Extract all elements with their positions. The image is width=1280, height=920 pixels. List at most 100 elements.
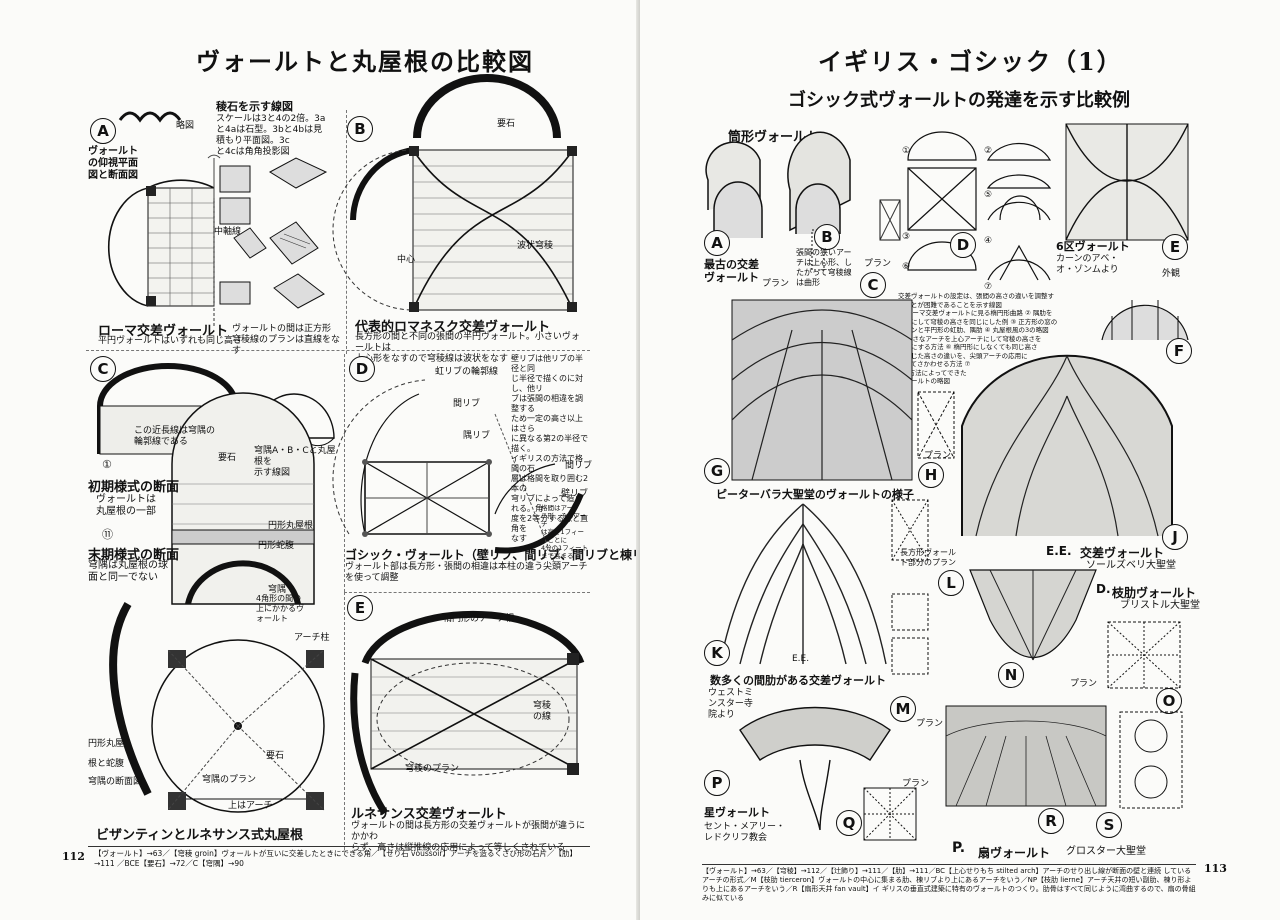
panel-a: A ヴォールト の仰視平面 図と断面図 略図 中軸線 ローマ交差ヴォールト 平円…	[88, 98, 346, 350]
d-letter: D	[950, 232, 976, 258]
d-num-3: ③	[902, 232, 911, 242]
g-caption: ピーターバラ大聖堂のヴォールトの様子	[716, 488, 914, 501]
dome-cornice-label: 根と蛇腹	[88, 759, 125, 769]
panel-d: D 虹リブの輪郭線 間リブ 隅リブ 間リブ 壁リブ 壁リブは他リブの半径と同 じ…	[344, 354, 704, 592]
p-place: セント・メアリー・ レドクリフ教会	[704, 822, 786, 843]
groin-plan-label: 穹稜のプラン	[405, 764, 460, 774]
panel-a-side-label: ヴォールト の仰視平面 図と断面図	[88, 146, 138, 181]
g-letter: G	[704, 458, 730, 484]
n-plan-label: プラン	[1070, 679, 1098, 689]
k-caption: 数多くの間肋がある交差ヴォールト	[710, 674, 886, 687]
stone-diagram-note: スケールは3と4の2倍。3a と4aは石型。3bと4bは見 積もり平面図。3c …	[216, 114, 326, 157]
arch-pillar-label: アーチ柱	[294, 633, 330, 643]
early-style-caption: 初期様式の断面	[88, 480, 180, 495]
d-num-7: ⑦	[984, 282, 993, 292]
m-letter: M	[890, 696, 916, 722]
gothic-vault-drawing	[345, 354, 591, 592]
o-letter: O	[1156, 688, 1182, 714]
wall-rib-label: 壁リブ	[561, 489, 589, 499]
d-num-6: ⑥	[902, 262, 911, 272]
p-letter: P	[704, 770, 730, 796]
k-ee-label: E.E.	[792, 654, 810, 664]
l-plan-drawing	[890, 498, 930, 678]
b-letter: B	[814, 224, 840, 250]
pendentive-plan-label: 穹隅のプラン	[202, 775, 257, 785]
stone-diagram: 稜石を示す線図 スケールは3と4の2倍。3a と4aは石型。3bと4bは見 積も…	[214, 98, 344, 356]
pendentive-dome-note: 穹隅A・B・Cと丸屋根を 示す線図	[254, 446, 336, 478]
right-page-number: 113	[1204, 862, 1227, 875]
barrel-vault-drawings	[700, 120, 900, 290]
romanesque-vault-drawing	[347, 110, 577, 312]
s-letter: S	[1096, 812, 1122, 838]
round-cornice-label: 円形蛇腹	[258, 541, 295, 551]
left-footer-rule	[88, 846, 590, 847]
panel-a-note: 平円ヴォールトはいずれも同じ高さ	[98, 336, 243, 346]
d-num-1: ①	[902, 146, 911, 156]
westminster-vault-drawing	[720, 504, 886, 664]
salisbury-vault-drawing	[956, 336, 1178, 536]
c-letter: C	[860, 272, 886, 298]
wave-groin-label: 波状穹稜	[517, 241, 554, 251]
j-letter: J	[1162, 524, 1188, 550]
d2-caption: 枝肋ヴォールト	[1112, 586, 1197, 600]
diagonal-rib-outline-label: 虹リブの輪郭線	[435, 367, 499, 377]
j-place: ソールズベリ大聖堂	[1086, 560, 1176, 571]
panel-c: C この近長線は穹隅の 輪郭線である 穹隅A・B・Cと丸屋根を 示す線図	[88, 354, 344, 848]
late-style-caption: 末期様式の断面	[88, 548, 180, 563]
item-i-marker: ①	[102, 458, 112, 471]
right-page: イギリス・ゴシック（1） ゴシック式ヴォールトの発達を示す比較例 筒形ヴォールト…	[640, 0, 1280, 920]
panel-e-note: ヴォールトの間は長方形の交差ヴォールトが張間が違うにかかわ らず、高さは縦推線の…	[351, 821, 586, 853]
f-exterior-label: 外観	[1162, 269, 1181, 279]
panel-d-letter: D	[349, 356, 375, 382]
left-divider-h	[86, 350, 590, 351]
star-vault-drawing	[740, 700, 890, 830]
m-plan-label: プラン	[916, 719, 944, 729]
left-page-number: 112	[62, 850, 85, 863]
d-num-4: ④	[984, 236, 993, 246]
late-style-note: 穹隅は丸屋根の球 面と同一でない	[88, 560, 168, 583]
fan-letter: P.	[952, 840, 966, 856]
vault-sequence-diagrams	[900, 120, 1060, 290]
renaissance-vault-drawing	[345, 593, 591, 851]
panel-d-caption: ゴシック・ヴォールト（壁リブ、間リブ、間リブと棟リブがある）	[345, 548, 705, 562]
pendentive-note: 4角形の間の 上にかかるヴ ォールト	[256, 594, 304, 623]
center-axis-label: 中軸線	[214, 227, 242, 237]
outline-note: この近長線は穹隅の 輪郭線である	[134, 426, 216, 447]
right-footer-glossary: 【ヴォールト】→63／【穹稜】→112／【辻飾り】→111／【肋】→111／BC…	[702, 867, 1196, 902]
left-page-title: ヴォールトと丸屋根の比較図	[196, 47, 534, 76]
fan-place: グロスター大聖堂	[1066, 846, 1146, 857]
r-letter: R	[1038, 808, 1064, 834]
k-place: ウェストミ ンスター寺 院より	[708, 688, 754, 720]
keystone-label-b: 要石	[497, 119, 516, 129]
p-plan-label: プラン	[902, 779, 930, 789]
gloucester-fan-vault-drawing	[946, 706, 1106, 826]
q-letter: Q	[836, 810, 862, 836]
upper-arch-label: 上はアーチ	[228, 801, 273, 811]
panel-a-caption: ローマ交差ヴォールト	[98, 324, 229, 339]
sexpartite-vault-drawing	[1062, 120, 1192, 360]
right-page-title: イギリス・ゴシック（1）	[818, 47, 1123, 76]
keystone-label-c: 要石	[218, 453, 237, 463]
left-footer-glossary: 【ヴォールト】→63／【穹稜 groin】ヴォールトが互いに交差したときにできる…	[94, 849, 577, 868]
fan-vault-plan-drawing	[1118, 710, 1184, 810]
a-letter: A	[704, 230, 730, 256]
pendentive-section-label: 穹隅の断面図	[88, 777, 143, 787]
panel-b-letter: B	[347, 116, 373, 142]
fan-caption: 扇ヴォールト	[978, 846, 1051, 860]
left-page: ヴォールトと丸屋根の比較図 A ヴォールト の仰視平面 図と断面図 略図 中軸線…	[62, 47, 705, 868]
peterborough-vault-drawing	[732, 300, 912, 480]
item-ii-marker: ⑪	[102, 528, 113, 541]
p-caption: 星ヴォールト	[704, 806, 770, 819]
rib-side-note: 壁リブは他リブの半径と同 じ半径で描くのに対し、他リ ブは張間の相違を調整する …	[511, 354, 589, 543]
star-plan-drawing	[862, 786, 918, 842]
intermediate-rib-label: 間リブ	[453, 399, 481, 409]
c-plan-label: プラン	[864, 259, 892, 269]
d-num-5: ⑤	[984, 190, 993, 200]
round-dome-label: 円形丸屋根	[268, 521, 314, 531]
stone-diagram-title: 稜石を示す線図	[216, 100, 293, 113]
h-plan-drawing	[916, 390, 956, 460]
panel-b: B 要石 中心 波状穹稜 代表的ロマネスク交差ヴォールト 長方形の間と不同の張間…	[346, 110, 586, 364]
d-num-2: ②	[984, 146, 993, 156]
k-letter: K	[704, 640, 730, 666]
f-letter: F	[1166, 338, 1192, 364]
